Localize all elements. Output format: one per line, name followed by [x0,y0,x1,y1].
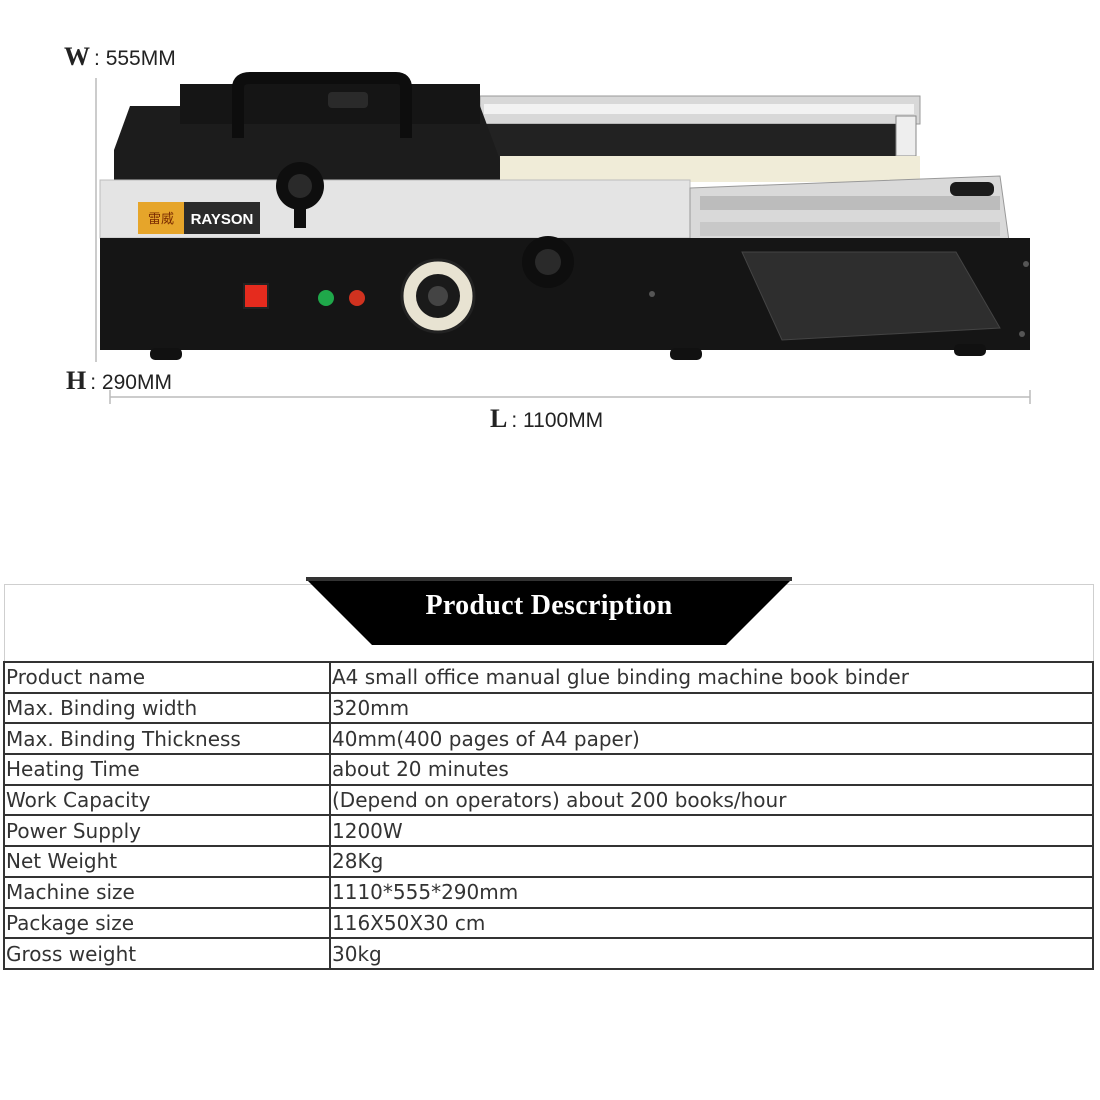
height-sep: : [90,371,97,394]
foot [150,348,182,360]
red-indicator-light [349,290,365,306]
top-handle [232,72,412,138]
table-row: Max. Binding width 320mm [3,691,1094,725]
spec-table: Product name A4 small office manual glue… [3,661,1094,970]
table-row: Machine size 1110*555*290mm [3,875,1094,909]
logo-chinese-text: 雷威 [148,212,174,227]
spec-value: about 20 minutes [329,753,1094,786]
spec-value: 1200W [329,814,1094,848]
spec-value: 320mm [329,691,1094,725]
spec-label: Machine size [3,875,331,909]
width-value: 555MM [105,47,176,70]
spec-value: 1110*555*290mm [329,875,1094,909]
table-row: Work Capacity (Depend on operators) abou… [3,783,1094,817]
foot [670,348,702,360]
width-key: W [64,42,90,71]
height-key: H [66,366,87,395]
foot [954,344,986,356]
spec-value: 116X50X30 cm [329,906,1094,940]
width-sep: : [94,47,100,70]
spec-value: (Depend on operators) about 200 books/ho… [329,783,1094,817]
green-indicator-light [318,290,334,306]
spec-label: Heating Time [3,753,331,786]
spec-value: 28Kg [329,845,1094,878]
spec-value: 30kg [329,937,1094,970]
table-row: Package size 116X50X30 cm [3,906,1094,940]
spec-label: Power Supply [3,814,331,848]
spec-label: Max. Binding width [3,691,331,725]
logo-brand-text: RAYSON [191,211,254,228]
length-sep: : [511,409,518,432]
dimension-lines [95,78,1031,404]
length-value: 1100MM [523,409,604,432]
spec-value: 40mm(400 pages of A4 paper) [329,722,1094,756]
table-row: Max. Binding Thickness 40mm(400 pages of… [3,722,1094,756]
table-row: Net Weight 28Kg [3,845,1094,878]
length-dimension: L: 1100MM [490,404,603,434]
height-dimension: H: 290MM [66,366,172,396]
description-title: Product Description [425,590,673,621]
width-dimension: W: 555MM [64,42,176,72]
table-row: Power Supply 1200W [3,814,1094,848]
spec-label: Net Weight [3,845,331,878]
height-value: 290MM [101,371,172,394]
spec-value: A4 small office manual glue binding mach… [329,661,1094,694]
description-banner [306,577,792,645]
length-key: L [490,404,508,433]
spec-label: Package size [3,906,331,940]
spec-label: Max. Binding Thickness [3,722,331,756]
power-switch [243,283,269,309]
binding-machine-image: 雷威 RAYSON [99,72,1030,360]
spec-label: Gross weight [3,937,331,970]
table-row: Product name A4 small office manual glue… [3,661,1094,694]
spec-label: Product name [3,661,331,694]
table-row: Gross weight 30kg [3,937,1094,970]
sliding-plate [741,251,1001,341]
spec-label: Work Capacity [3,783,331,817]
table-row: Heating Time about 20 minutes [3,753,1094,786]
